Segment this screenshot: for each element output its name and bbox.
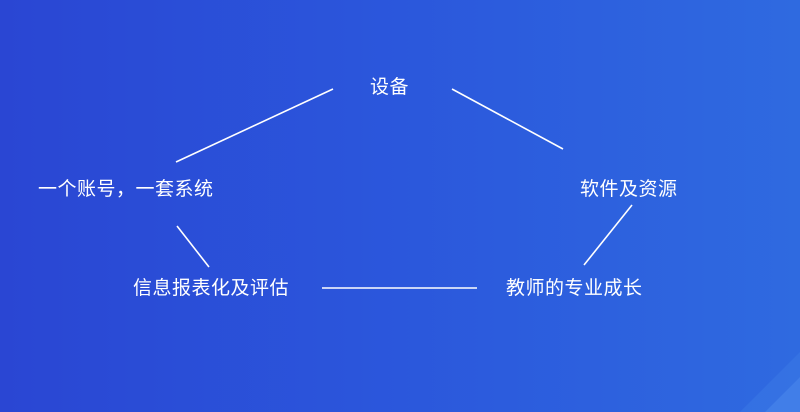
edge-software-growth [583, 204, 633, 266]
node-report: 信息报表化及评估 [133, 277, 290, 299]
node-growth: 教师的专业成长 [506, 277, 643, 299]
edge-device-account [175, 88, 334, 163]
node-device: 设备 [370, 76, 410, 98]
edge-account-report [176, 225, 210, 268]
node-software: 软件及资源 [580, 178, 678, 200]
node-account: 一个账号，一套系统 [38, 178, 214, 200]
edge-device-software [451, 88, 564, 150]
corner-facet-decoration [740, 352, 800, 412]
